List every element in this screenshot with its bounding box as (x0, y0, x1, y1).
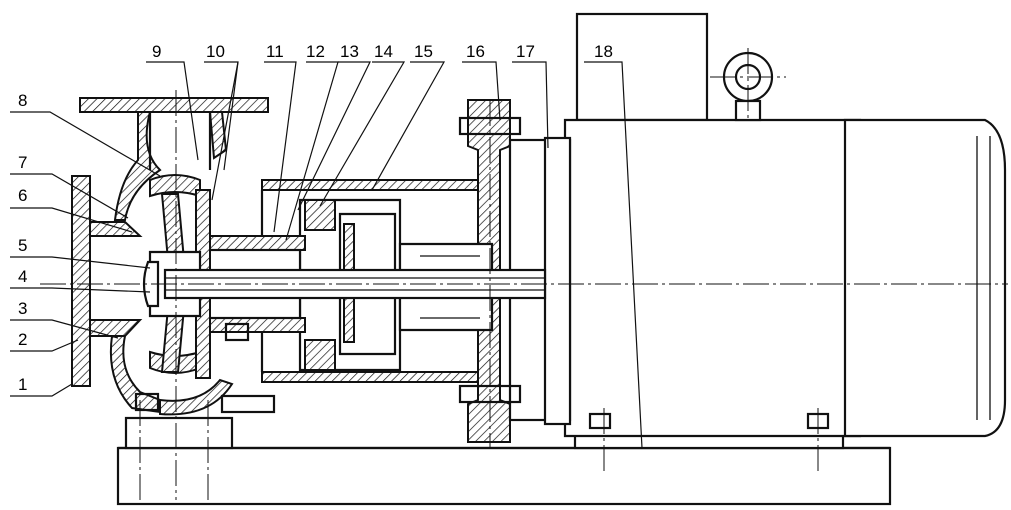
callout-11: 11 (266, 42, 284, 61)
callout-17: 17 (516, 42, 535, 61)
leader-lines (10, 61, 643, 449)
motor (563, 12, 1007, 438)
callout-3: 3 (18, 299, 27, 318)
callout-8: 8 (18, 91, 27, 110)
center-lines (40, 48, 1008, 500)
callout-2: 2 (18, 330, 27, 349)
impeller (142, 193, 202, 373)
callout-15: 15 (414, 42, 433, 61)
callout-16: 16 (466, 42, 485, 61)
callout-labels: 1 2 3 4 5 6 7 8 9 10 11 12 13 14 15 16 1… (18, 42, 613, 394)
callout-5: 5 (18, 236, 27, 255)
callout-14: 14 (374, 42, 393, 61)
callout-6: 6 (18, 186, 27, 205)
callout-7: 7 (18, 153, 27, 172)
callout-12: 12 (306, 42, 325, 61)
callout-13: 13 (340, 42, 359, 61)
callout-4: 4 (18, 267, 27, 286)
callout-1: 1 (18, 375, 27, 394)
callout-9: 9 (152, 42, 161, 61)
callout-18: 18 (594, 42, 613, 61)
callout-10: 10 (206, 42, 225, 61)
